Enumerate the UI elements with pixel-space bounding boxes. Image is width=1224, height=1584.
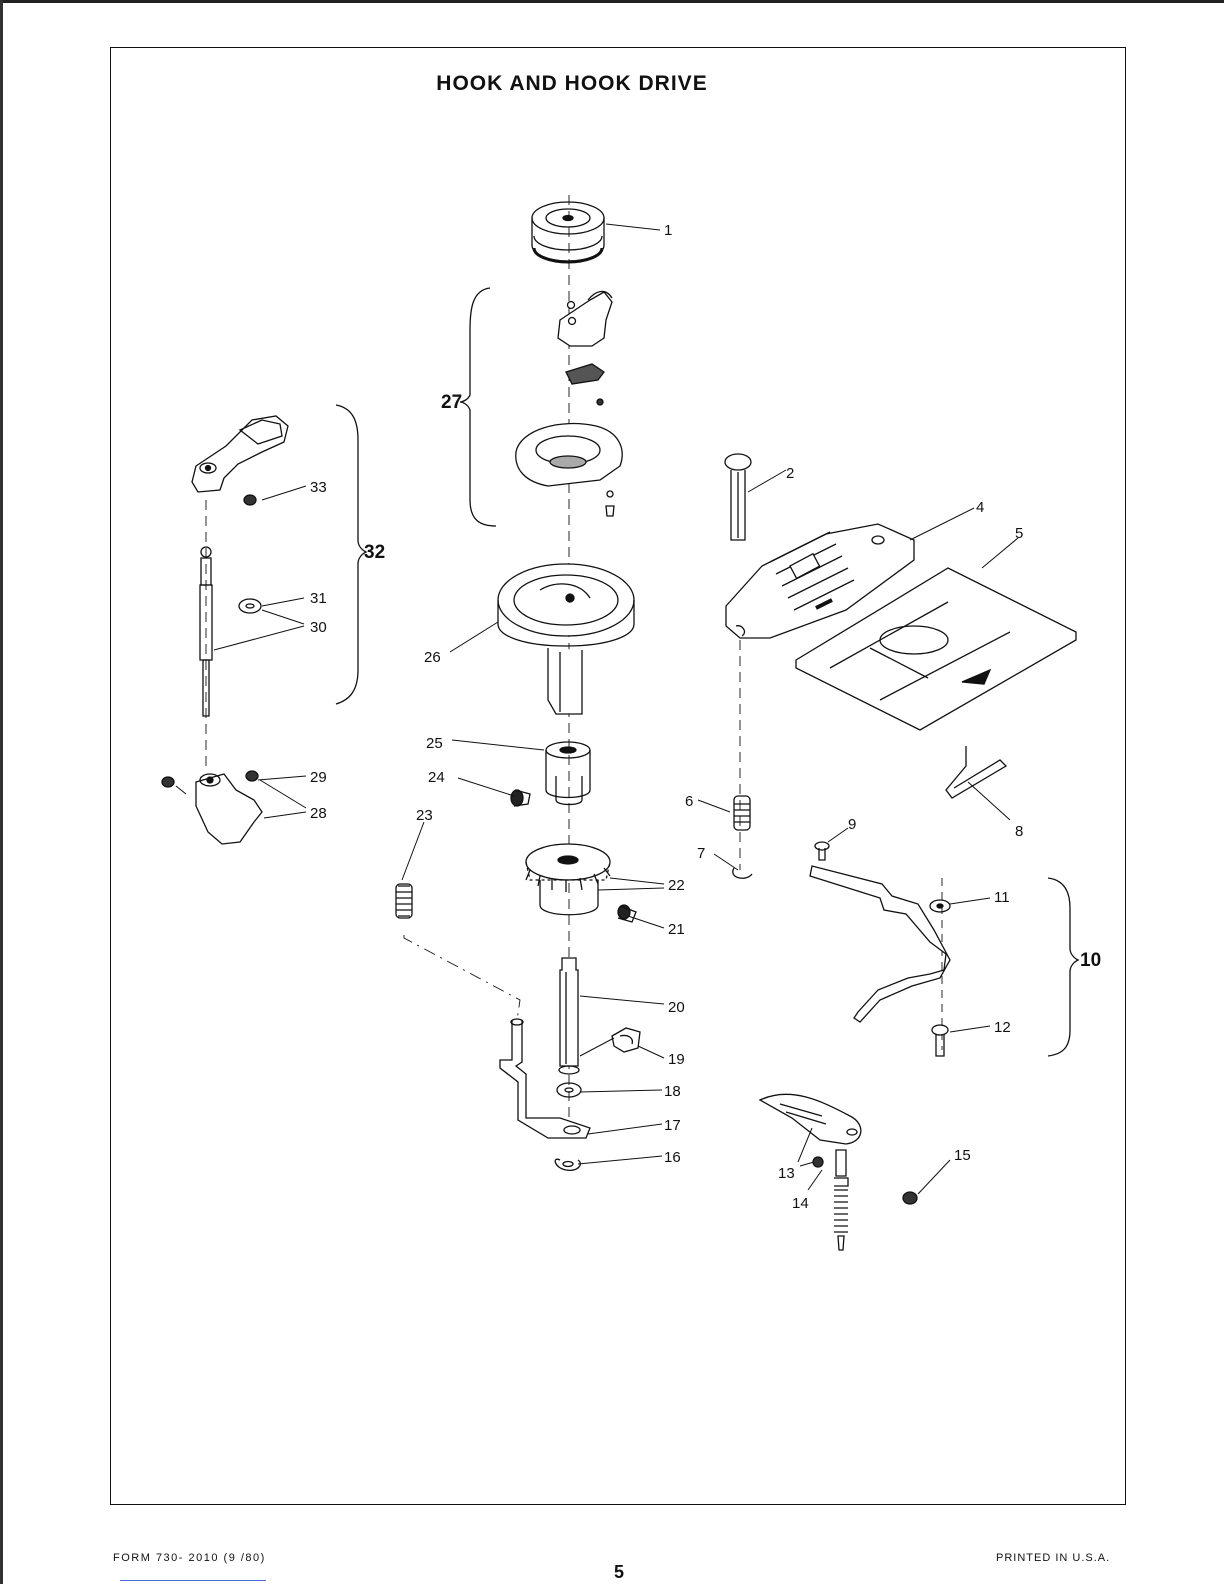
lever-10-part bbox=[810, 866, 950, 1056]
callout-7: 7 bbox=[697, 845, 705, 862]
callout-29: 29 bbox=[310, 769, 327, 786]
callout-labels: 1 2 4 5 6 7 8 9 10 11 12 13 14 15 16 17 … bbox=[310, 222, 1101, 1212]
callout-26: 26 bbox=[424, 649, 441, 666]
clip-19-part bbox=[612, 1028, 640, 1052]
callout-23: 23 bbox=[416, 807, 433, 824]
bevel-gear-part bbox=[526, 844, 610, 915]
callout-22: 22 bbox=[668, 877, 685, 894]
bobbin-part bbox=[532, 202, 604, 262]
callout-1: 1 bbox=[664, 222, 672, 239]
spring-axis-line bbox=[404, 935, 520, 1020]
spring-23-part bbox=[396, 884, 412, 918]
shaft-30-part bbox=[200, 547, 261, 716]
callout-11: 11 bbox=[994, 889, 1010, 906]
ring-7-part bbox=[733, 868, 752, 878]
screw-24-part bbox=[511, 790, 530, 806]
post-14-part bbox=[834, 1150, 848, 1250]
hook-shaft-part bbox=[559, 958, 579, 1074]
callout-21: 21 bbox=[668, 921, 685, 938]
spring-6-part bbox=[734, 796, 750, 830]
bottom-link-underline[interactable] bbox=[120, 1580, 266, 1581]
bushing-part bbox=[546, 742, 590, 805]
callout-5: 5 bbox=[1015, 525, 1023, 542]
callout-6: 6 bbox=[685, 793, 693, 810]
brace-27 bbox=[460, 288, 496, 526]
screw-21-part bbox=[618, 905, 636, 922]
callout-27: 27 bbox=[441, 392, 462, 413]
wire-8-part bbox=[946, 746, 1006, 798]
callout-14: 14 bbox=[792, 1195, 809, 1212]
callout-19: 19 bbox=[668, 1051, 685, 1068]
screw-9-part bbox=[815, 842, 829, 860]
screw-15-part bbox=[903, 1192, 917, 1204]
callout-2: 2 bbox=[786, 465, 794, 482]
callout-30: 30 bbox=[310, 619, 327, 636]
callout-4: 4 bbox=[976, 499, 984, 516]
callout-17: 17 bbox=[664, 1117, 681, 1134]
callout-25: 25 bbox=[426, 735, 443, 752]
callout-10: 10 bbox=[1080, 950, 1101, 971]
pin-2-part bbox=[725, 454, 751, 540]
callout-28: 28 bbox=[310, 805, 327, 822]
callout-15: 15 bbox=[954, 1147, 971, 1164]
callout-13: 13 bbox=[778, 1165, 795, 1182]
callout-9: 9 bbox=[848, 816, 856, 833]
e-ring-16-part bbox=[555, 1159, 580, 1170]
callout-8: 8 bbox=[1015, 823, 1023, 840]
hook-part bbox=[498, 564, 634, 714]
arm-33-part bbox=[192, 416, 288, 505]
callout-16: 16 bbox=[664, 1149, 681, 1166]
brace-32 bbox=[336, 405, 366, 704]
callout-24: 24 bbox=[428, 769, 445, 786]
callout-31: 31 bbox=[310, 590, 327, 607]
callout-32: 32 bbox=[364, 542, 385, 563]
brace-10 bbox=[1048, 878, 1078, 1056]
callout-18: 18 bbox=[664, 1083, 681, 1100]
callout-20: 20 bbox=[668, 999, 685, 1016]
callout-33: 33 bbox=[310, 479, 327, 496]
callout-12: 12 bbox=[994, 1019, 1011, 1036]
block-28-part bbox=[162, 771, 262, 844]
